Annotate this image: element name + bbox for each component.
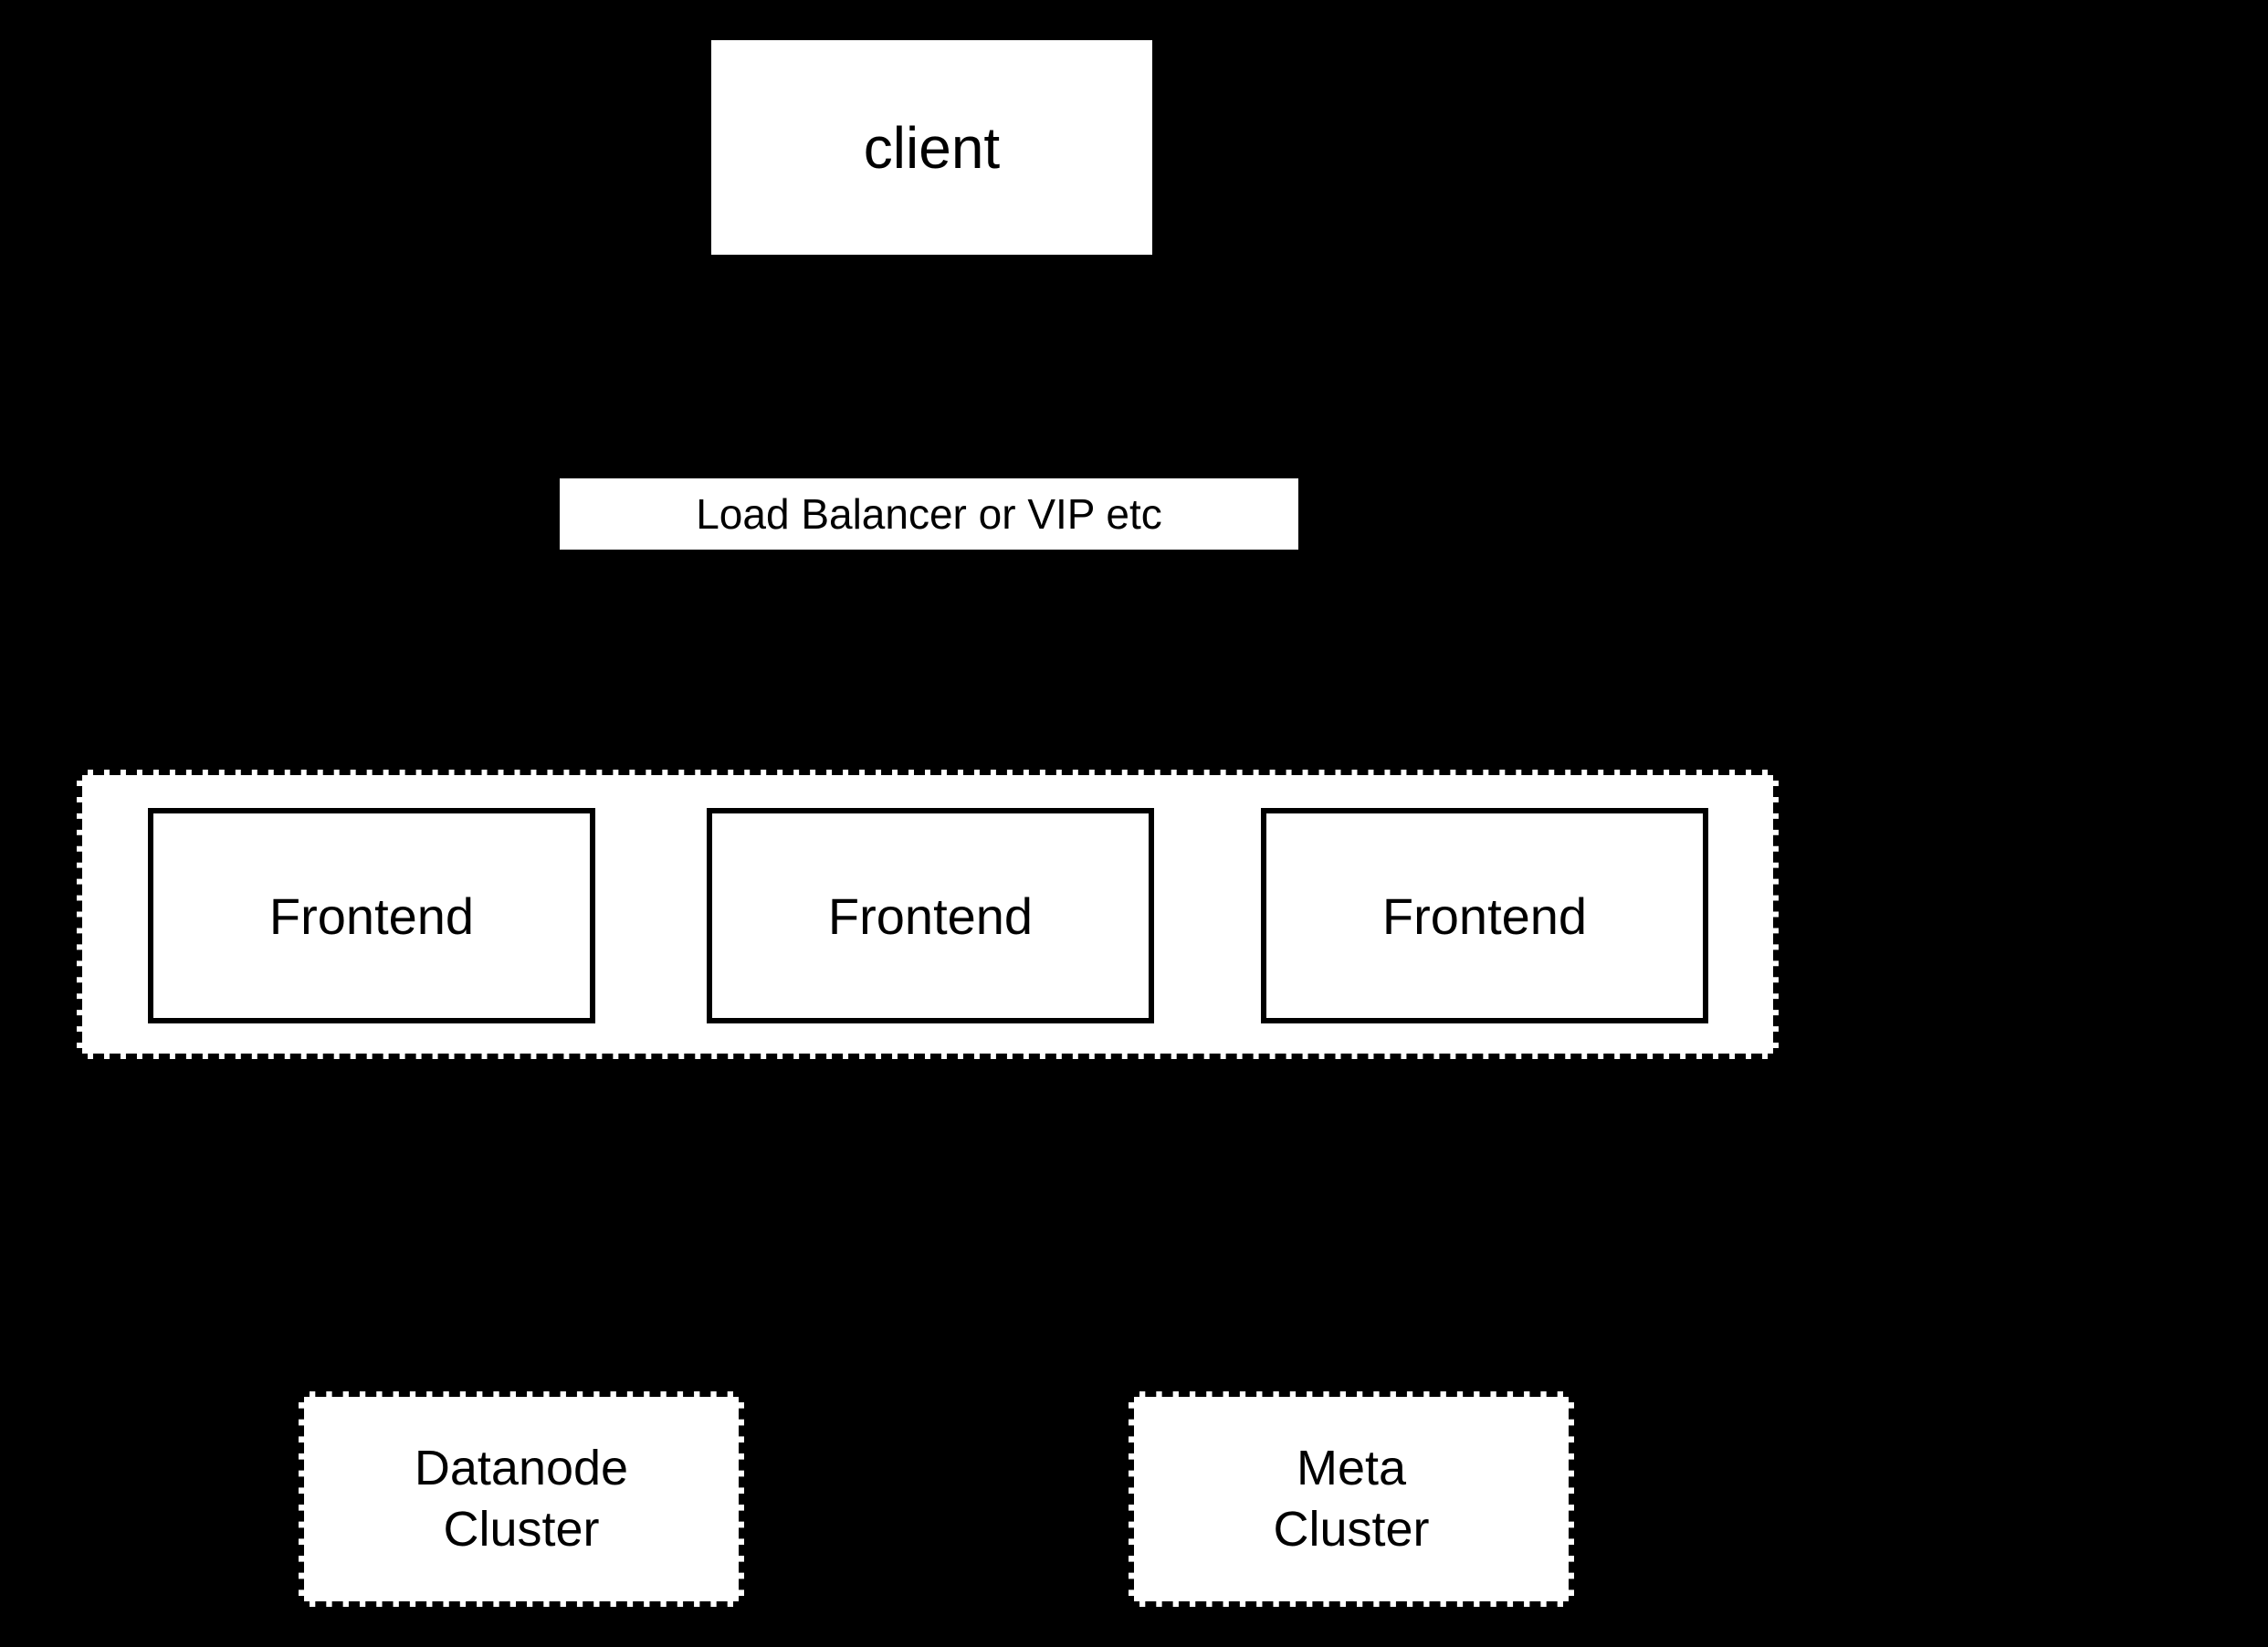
meta-cluster-label-line1: Meta [1296,1440,1407,1495]
frontend-node-3-label: Frontend [1381,886,1588,945]
frontend-node-1: Frontend [148,808,595,1023]
datanode-cluster-label-line1: Datanode [414,1440,629,1495]
meta-cluster-label-line2: Cluster [1273,1502,1430,1557]
frontend-cluster-group: Frontend Frontend Frontend [77,770,1779,1059]
load-balancer-node: Load Balancer or VIP etc [560,478,1298,550]
frontend-node-2: Frontend [707,808,1154,1023]
datanode-cluster-label-line2: Cluster [443,1502,600,1557]
client-node: client [711,40,1152,255]
load-balancer-node-label: Load Balancer or VIP etc [696,490,1162,538]
client-node-label: client [863,114,1001,181]
frontend-node-3: Frontend [1261,808,1708,1023]
meta-cluster-node: Meta Cluster [1129,1391,1574,1607]
frontend-node-1-label: Frontend [268,886,475,945]
datanode-cluster-node: Datanode Cluster [299,1391,744,1607]
frontend-node-2-label: Frontend [827,886,1034,945]
